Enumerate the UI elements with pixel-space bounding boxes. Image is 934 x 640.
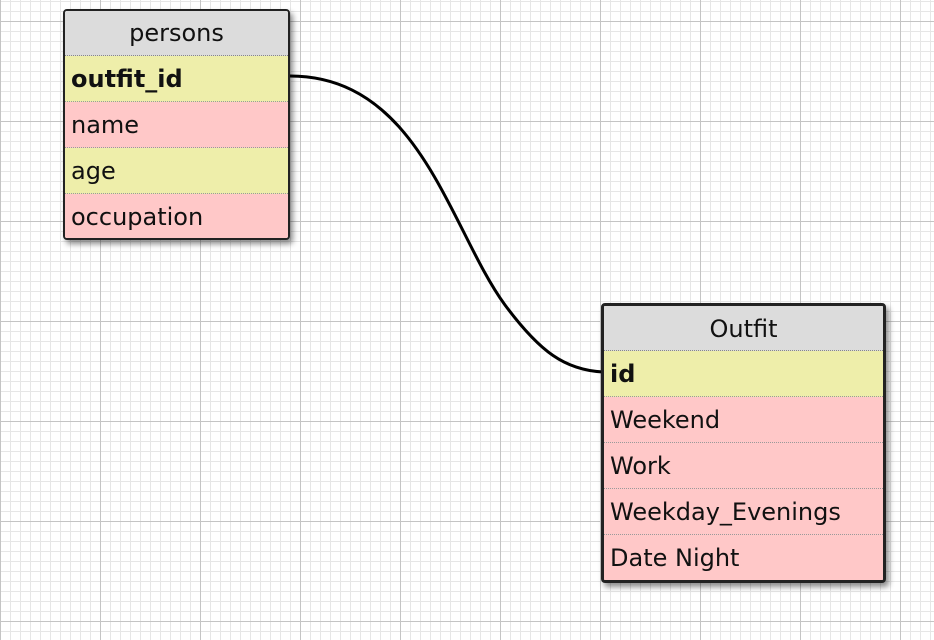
table-persons[interactable]: persons outfit_id name age occupation bbox=[63, 9, 290, 240]
field-age[interactable]: age bbox=[65, 148, 288, 194]
field-weekday-evenings[interactable]: Weekday_Evenings bbox=[604, 489, 883, 535]
field-name[interactable]: name bbox=[65, 102, 288, 148]
field-weekend[interactable]: Weekend bbox=[604, 397, 883, 443]
table-outfit[interactable]: Outfit id Weekend Work Weekday_Evenings … bbox=[601, 303, 886, 583]
field-date-night[interactable]: Date Night bbox=[604, 535, 883, 580]
field-occupation[interactable]: occupation bbox=[65, 194, 288, 238]
field-id[interactable]: id bbox=[604, 351, 883, 397]
table-title[interactable]: persons bbox=[65, 11, 288, 56]
field-work[interactable]: Work bbox=[604, 443, 883, 489]
relation-line-outfit-id bbox=[289, 74, 604, 374]
table-title[interactable]: Outfit bbox=[604, 306, 883, 351]
field-outfit-id[interactable]: outfit_id bbox=[65, 56, 288, 102]
